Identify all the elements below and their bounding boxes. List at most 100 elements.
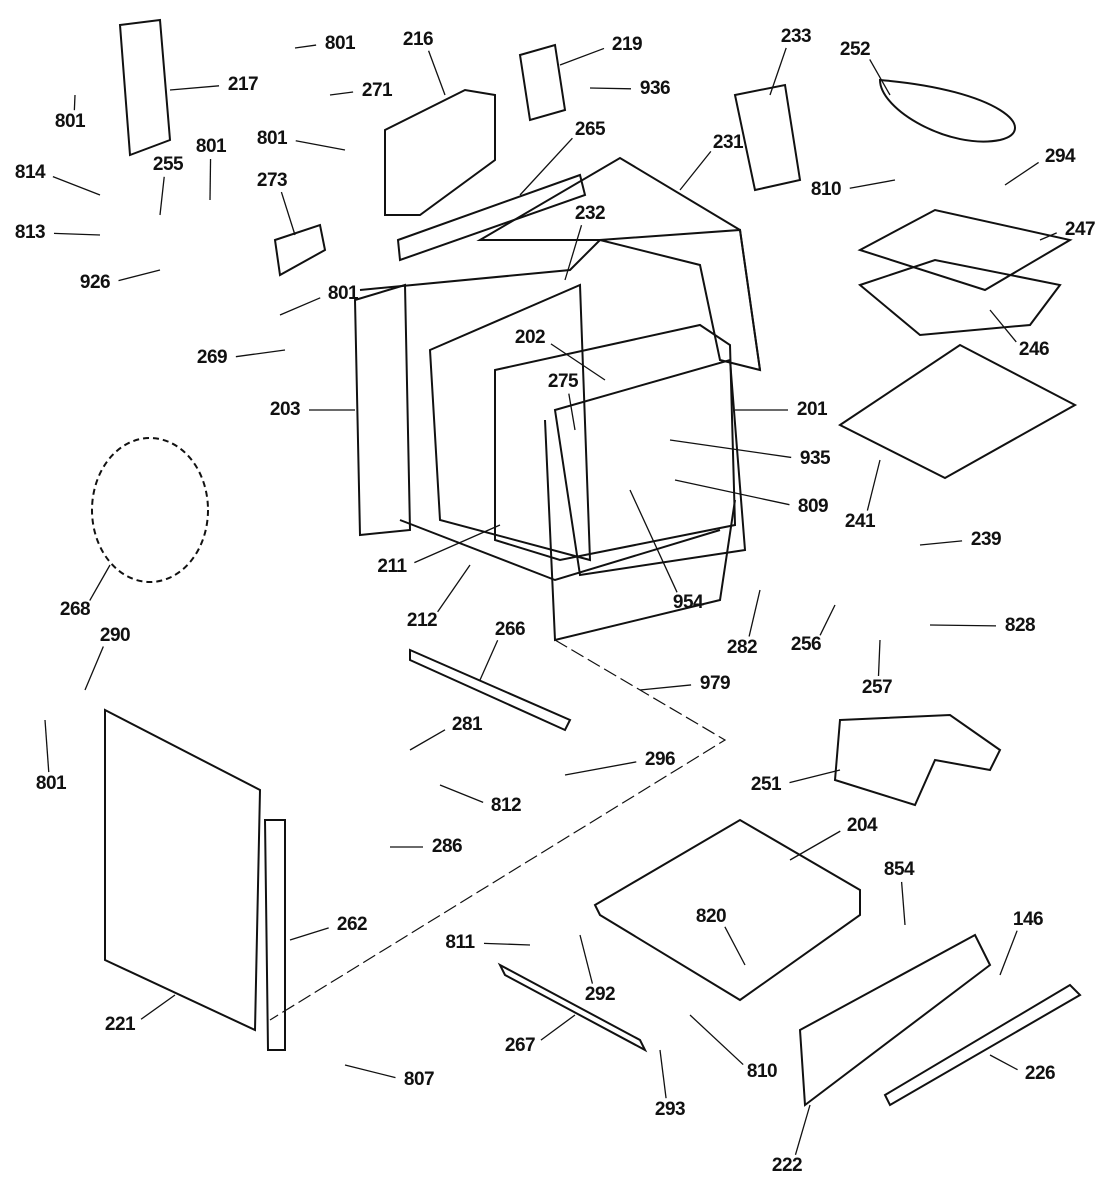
element-252-part — [878, 78, 1016, 143]
part-label-292: 292 — [584, 984, 616, 1005]
leader-line-232 — [564, 225, 583, 281]
part-label-801: 801 — [35, 773, 67, 794]
side-panel-left-part — [353, 283, 412, 537]
part-label-810: 810 — [810, 179, 842, 200]
leader-line-936 — [589, 87, 632, 90]
part-label-226: 226 — [1024, 1063, 1056, 1084]
part-label-219: 219 — [611, 34, 643, 55]
bake-element-251-part — [833, 713, 1002, 807]
leader-line-926 — [118, 269, 161, 282]
leader-line-226 — [989, 1054, 1018, 1071]
leader-line-202 — [550, 343, 606, 381]
leader-line-216 — [427, 50, 446, 96]
leader-line-255 — [159, 176, 165, 216]
leader-line-810 — [849, 179, 896, 189]
leader-line-807 — [344, 1064, 396, 1079]
part-label-296: 296 — [644, 749, 676, 770]
broiler-grid-247-part — [857, 208, 1073, 292]
leader-line-801 — [279, 297, 321, 316]
leader-line-231 — [679, 150, 712, 191]
leader-line-241 — [866, 459, 881, 511]
leader-line-954 — [629, 489, 678, 593]
part-label-294: 294 — [1044, 146, 1076, 167]
leader-line-935 — [669, 439, 792, 459]
part-label-146: 146 — [1012, 909, 1044, 930]
leader-line-212 — [437, 564, 471, 613]
part-label-820: 820 — [695, 906, 727, 927]
leader-line-246 — [989, 309, 1017, 343]
part-label-257: 257 — [861, 677, 893, 698]
part-label-246: 246 — [1018, 339, 1050, 360]
vent-233-part — [733, 83, 802, 192]
leader-line-251 — [789, 769, 841, 784]
leader-line-814 — [52, 175, 101, 196]
front-frame-part — [544, 419, 736, 642]
leader-line-239 — [919, 540, 963, 546]
part-label-256: 256 — [790, 634, 822, 655]
leader-line-211 — [414, 524, 501, 564]
leader-line-267 — [540, 1014, 576, 1041]
part-label-854: 854 — [883, 859, 915, 880]
part-label-252: 252 — [839, 39, 871, 60]
part-label-801: 801 — [256, 128, 288, 149]
broiler-pan-246-part — [857, 258, 1062, 337]
trim-262-part — [263, 819, 286, 1051]
part-label-810: 810 — [746, 1061, 778, 1082]
part-label-221: 221 — [104, 1014, 136, 1035]
part-label-271: 271 — [361, 80, 393, 101]
leader-line-290 — [84, 646, 104, 691]
leader-line-828 — [929, 624, 997, 627]
part-label-255: 255 — [152, 154, 184, 175]
leader-line-269 — [235, 349, 286, 358]
part-label-801: 801 — [54, 111, 86, 132]
leader-line-222 — [794, 1104, 811, 1155]
leader-line-266 — [479, 640, 499, 681]
part-label-217: 217 — [227, 74, 259, 95]
part-label-273: 273 — [256, 170, 288, 191]
leader-line-801 — [294, 44, 317, 49]
part-label-814: 814 — [14, 162, 46, 183]
part-label-801: 801 — [324, 33, 356, 54]
part-label-979: 979 — [699, 673, 731, 694]
leader-line-265 — [519, 137, 573, 196]
part-label-926: 926 — [79, 272, 111, 293]
part-label-233: 233 — [780, 26, 812, 47]
part-label-269: 269 — [196, 347, 228, 368]
leader-line-979 — [639, 684, 692, 691]
detail-circle-268 — [91, 437, 209, 583]
bracket-273-part — [273, 223, 327, 277]
part-label-801: 801 — [195, 136, 227, 157]
part-label-216: 216 — [402, 29, 434, 50]
leader-line-257 — [877, 639, 881, 677]
leader-line-221 — [140, 994, 176, 1020]
leader-line-813 — [53, 232, 101, 236]
outer-wrapper-part — [359, 228, 761, 371]
leader-line-811 — [483, 942, 531, 946]
leader-line-801 — [295, 140, 346, 151]
part-label-286: 286 — [431, 836, 463, 857]
leader-line-247 — [1039, 232, 1057, 241]
part-label-801: 801 — [327, 283, 359, 304]
part-label-282: 282 — [726, 637, 758, 658]
oven-rack-241-part — [838, 343, 1078, 480]
part-label-212: 212 — [406, 610, 438, 631]
part-label-266: 266 — [494, 619, 526, 640]
rail-266-part — [409, 648, 572, 732]
part-label-251: 251 — [750, 774, 782, 795]
leader-line-146 — [999, 930, 1018, 976]
leader-line-217 — [169, 85, 220, 91]
leader-line-294 — [1004, 161, 1039, 186]
part-label-204: 204 — [846, 815, 878, 836]
oven-cavity-part — [494, 323, 737, 562]
leader-line-252 — [869, 59, 891, 96]
part-label-232: 232 — [574, 203, 606, 224]
leader-line-256 — [819, 604, 836, 636]
part-label-275: 275 — [547, 371, 579, 392]
part-label-202: 202 — [514, 327, 546, 348]
drawer-front-222-part — [798, 933, 992, 1107]
leader-line-282 — [748, 589, 761, 637]
leader-line-268 — [89, 564, 111, 601]
part-label-203: 203 — [269, 399, 301, 420]
